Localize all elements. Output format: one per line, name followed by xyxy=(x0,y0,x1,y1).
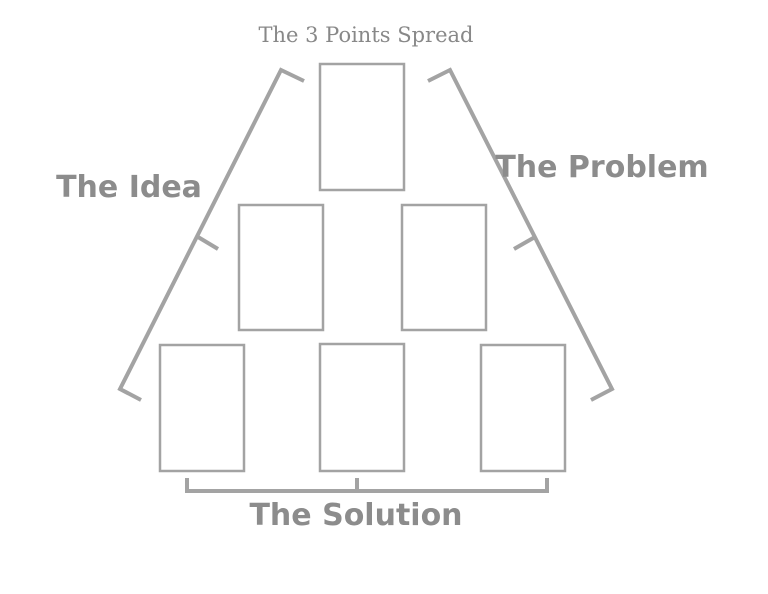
card-bottom-right xyxy=(479,343,567,473)
diagram-title: The 3 Points Spread xyxy=(259,23,474,47)
label-the-idea: The Idea xyxy=(56,170,202,205)
idea-bracket xyxy=(117,67,305,402)
label-the-problem: The Problem xyxy=(495,150,708,185)
card-middle-left xyxy=(237,203,325,332)
label-the-solution: The Solution xyxy=(249,498,462,533)
card-middle-right xyxy=(400,203,488,332)
card-bottom-left xyxy=(158,343,246,473)
problem-bracket xyxy=(427,67,615,402)
card-top-center xyxy=(318,62,406,192)
solution-bracket xyxy=(185,478,549,493)
card-bottom-center xyxy=(318,342,406,473)
